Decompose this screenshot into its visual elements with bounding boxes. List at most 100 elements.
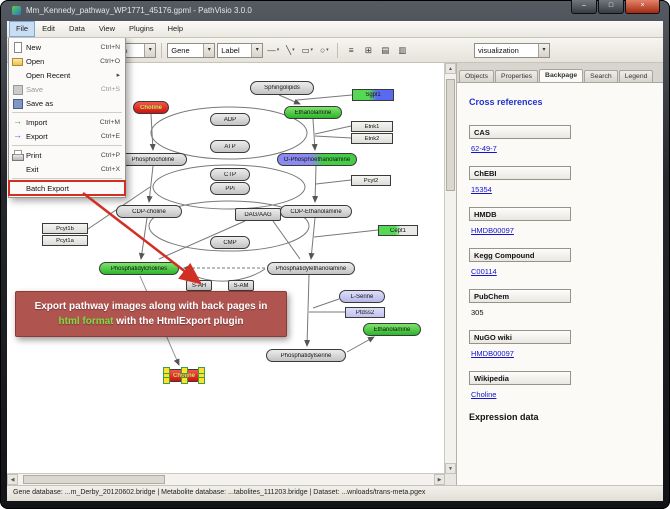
- pathway-node-s-ah[interactable]: S-AH: [186, 280, 212, 291]
- pathway-node-etnk1[interactable]: Etnk1: [351, 121, 393, 132]
- tab-legend[interactable]: Legend: [618, 70, 654, 82]
- vertical-scroll-thumb[interactable]: [446, 79, 455, 191]
- crossref-db-name: CAS: [469, 125, 571, 139]
- vertical-scrollbar[interactable]: ▲ ▼: [444, 63, 456, 474]
- pathway-node-ethanolamine-top[interactable]: Ethanolamine: [284, 106, 342, 119]
- selection-handle-se[interactable]: [198, 377, 205, 384]
- dropdown-arrow-icon[interactable]: ▾: [310, 47, 314, 53]
- pathway-node-dag-aag[interactable]: DAG/AAG: [235, 208, 281, 221]
- crossref-id[interactable]: Choline: [471, 390, 497, 399]
- dropdown-arrow-icon[interactable]: ▾: [538, 43, 549, 57]
- menu-edit[interactable]: Edit: [42, 24, 56, 33]
- pathway-node-phosphocholine[interactable]: Phosphocholine: [119, 153, 187, 166]
- minimize-button[interactable]: –: [571, 0, 597, 14]
- pathway-node-o-phosphoethanolamine[interactable]: O-Phosphoethanolamine: [277, 153, 357, 166]
- diagonal-line-tool[interactable]: ╲▾: [282, 42, 298, 58]
- file-menu-item-open-recent[interactable]: Open Recent▸: [9, 68, 125, 82]
- tab-backpage[interactable]: Backpage: [539, 69, 584, 82]
- close-button[interactable]: ×: [625, 0, 660, 14]
- scroll-right-icon[interactable]: ▶: [434, 474, 445, 485]
- scroll-up-icon[interactable]: ▲: [445, 63, 456, 74]
- horizontal-scrollbar[interactable]: ◀ ▶: [7, 473, 445, 485]
- visualization-combo[interactable]: visualization ▾: [474, 42, 550, 58]
- pathway-node-ppi[interactable]: PPi: [210, 182, 250, 195]
- pathway-node-etnk2[interactable]: Etnk2: [351, 133, 393, 144]
- scroll-down-icon[interactable]: ▼: [445, 463, 456, 474]
- selection-handle-n[interactable]: [181, 367, 188, 374]
- menu-data[interactable]: Data: [69, 24, 85, 33]
- line-tool[interactable]: —▾: [265, 42, 281, 58]
- crossref-id[interactable]: HMDB00097: [471, 349, 514, 358]
- menu-file[interactable]: File: [9, 21, 36, 37]
- menu-help[interactable]: Help: [167, 24, 184, 33]
- tab-properties[interactable]: Properties: [495, 70, 539, 82]
- pathway-node-choline-selected[interactable]: Choline: [163, 367, 205, 384]
- pathway-node-ethanolamine-bottom[interactable]: Ethanolamine: [363, 323, 421, 336]
- pathway-node-cept1[interactable]: Cept1: [378, 225, 418, 236]
- crossref-id[interactable]: 62-49-7: [471, 144, 497, 153]
- pathway-node-phosphatidylethanolamine[interactable]: Phosphatidylethanolamine: [267, 262, 355, 275]
- dropdown-arrow-icon[interactable]: ▾: [276, 47, 280, 53]
- pathway-node-choline-top[interactable]: Choline: [133, 101, 169, 114]
- align-button[interactable]: ≡: [343, 42, 359, 58]
- pathway-node-atp[interactable]: ATP: [210, 140, 250, 153]
- dropdown-arrow-icon[interactable]: ▾: [144, 43, 156, 57]
- pathway-node-pcyt1b[interactable]: Pcyt1b: [42, 223, 88, 234]
- horizontal-scroll-thumb[interactable]: [23, 475, 165, 484]
- pathway-node-adp[interactable]: ADP: [210, 113, 250, 126]
- annotation-highlight: html format: [58, 316, 114, 327]
- rectangle-tool[interactable]: ▭▾: [299, 42, 315, 58]
- crossref-id[interactable]: HMDB00097: [471, 226, 514, 235]
- pathway-node-s-am[interactable]: S-AM: [228, 280, 254, 291]
- annotation-text: Export pathway images along with back pa…: [34, 301, 268, 312]
- pathway-node-sgpl1[interactable]: Sgpl1: [352, 89, 394, 101]
- dropdown-arrow-icon[interactable]: ▾: [251, 43, 263, 57]
- pathway-node-cdp-ethanolamine[interactable]: CDP-Ethanolamine: [280, 205, 352, 218]
- label-tool-combo[interactable]: Label ▾: [217, 42, 264, 58]
- tab-objects[interactable]: Objects: [459, 70, 495, 82]
- crossref-id[interactable]: C00114: [471, 267, 497, 276]
- stack-vertical-button[interactable]: ▥: [394, 42, 410, 58]
- open-folder-icon: [11, 55, 24, 67]
- file-menu-shortcut: Ctrl+S: [100, 85, 120, 93]
- file-menu-item-batch-export[interactable]: Batch Export: [8, 180, 126, 196]
- selection-handle-s[interactable]: [181, 377, 188, 384]
- maximize-button[interactable]: □: [598, 0, 624, 14]
- datanode-type-combo[interactable]: Gene ▾: [167, 42, 216, 58]
- pathway-node-cdp-choline[interactable]: CDP-choline: [116, 205, 182, 218]
- pathway-node-pcyt2[interactable]: Pcyt2: [351, 175, 391, 186]
- ellipse-tool[interactable]: ○▾: [316, 42, 332, 58]
- dropdown-arrow-icon[interactable]: ▾: [292, 47, 295, 53]
- stack-horizontal-button[interactable]: ▤: [377, 42, 393, 58]
- selection-handle-sw[interactable]: [163, 377, 170, 384]
- pathway-node-ptdss2[interactable]: Ptdss2: [345, 307, 385, 318]
- dropdown-arrow-icon[interactable]: ▾: [326, 47, 329, 53]
- title-bar[interactable]: Mm_Kennedy_pathway_WP1771_45176.gpml - P…: [0, 0, 670, 21]
- pathway-node-sphingolipids[interactable]: Sphingolipids: [250, 81, 314, 95]
- file-menu-item-save-as[interactable]: Save as: [9, 96, 125, 110]
- pathway-node-label: CMP: [223, 239, 237, 246]
- pathway-node-cmp[interactable]: CMP: [210, 236, 250, 249]
- crossref-id[interactable]: 15354: [471, 185, 492, 194]
- menu-plugins[interactable]: Plugins: [129, 24, 154, 33]
- tab-search[interactable]: Search: [584, 70, 618, 82]
- pathway-node-l-serine[interactable]: L-Serine: [339, 290, 385, 303]
- scroll-left-icon[interactable]: ◀: [7, 474, 18, 485]
- dropdown-arrow-icon[interactable]: ▾: [203, 43, 215, 57]
- pathway-node-phosphatidylserine[interactable]: Phosphatidylserine: [266, 349, 346, 362]
- pathway-node-pcyt1a[interactable]: Pcyt1a: [42, 235, 88, 246]
- pathway-node-label: Ptdss2: [355, 309, 375, 316]
- menu-view[interactable]: View: [98, 24, 115, 33]
- pathway-node-phosphatidylcholines[interactable]: Phosphatidylcholines: [99, 262, 179, 275]
- distribute-button[interactable]: ⊞: [360, 42, 376, 58]
- pathway-node-ctp[interactable]: CTP: [210, 168, 250, 181]
